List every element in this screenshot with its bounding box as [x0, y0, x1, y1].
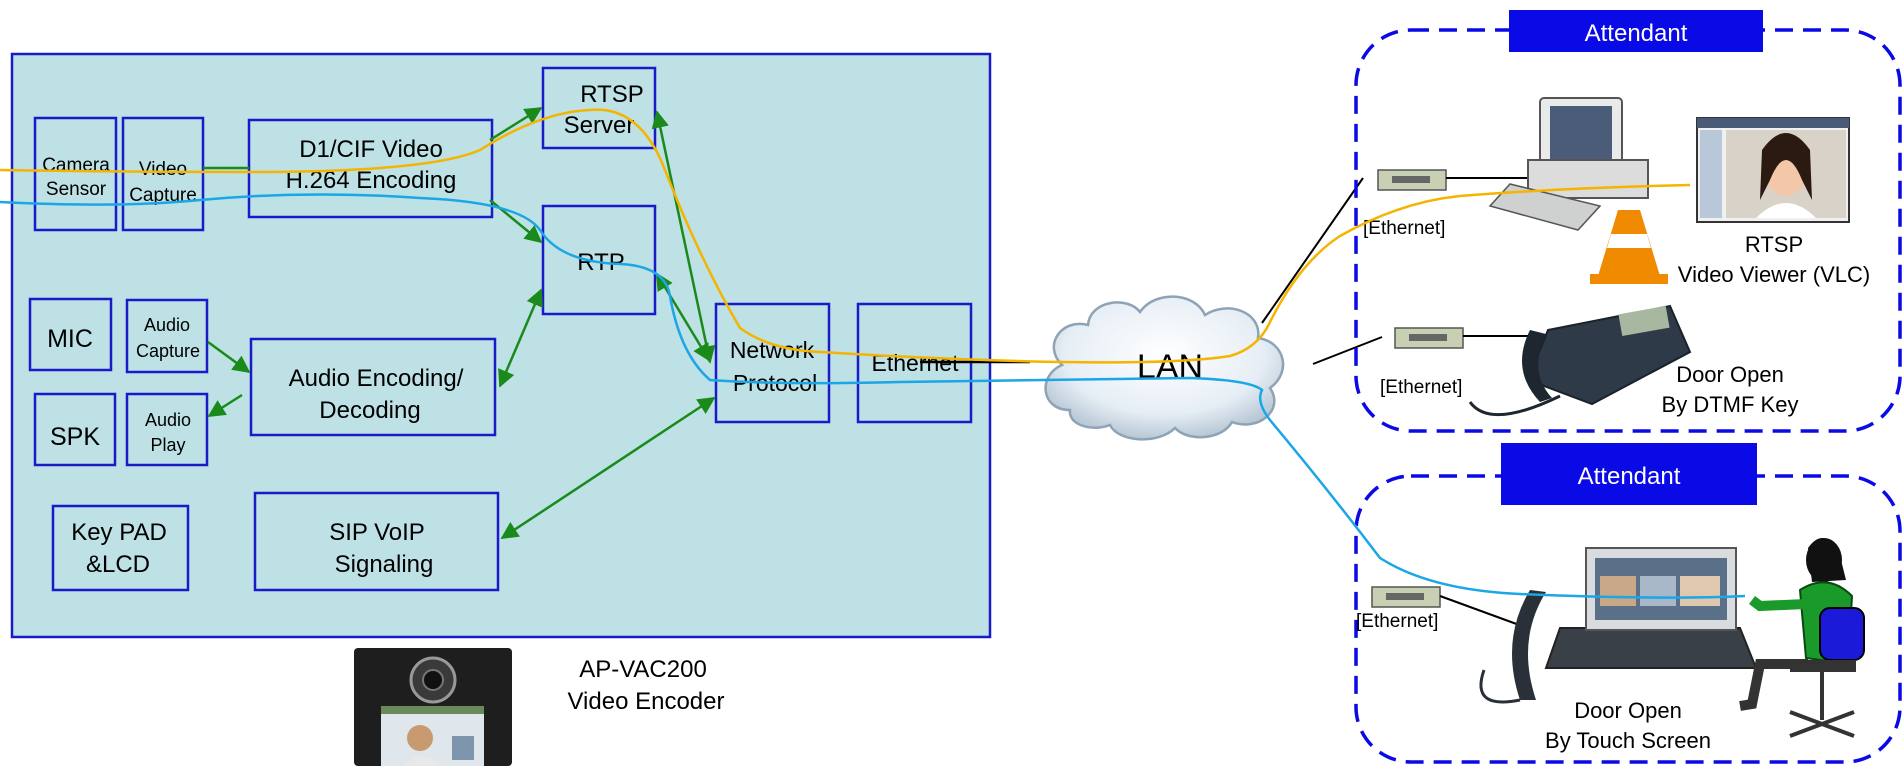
- rtsp-server-box: [541, 66, 657, 150]
- ethernet-switch-icon: [1377, 169, 1530, 191]
- video-viewer-screenshot: [1696, 117, 1850, 223]
- audio-play-box: [125, 392, 209, 467]
- audio-codec-label: Audio Encoding/Decoding: [289, 365, 464, 424]
- audio-capture-box: [125, 298, 209, 374]
- ip-phone-icon: [1468, 304, 1692, 417]
- video-capture-box: [121, 116, 205, 232]
- network-protocol-box: [714, 302, 831, 424]
- bottom-attendant-title-box: [1501, 443, 1757, 505]
- keypad-lcd-box: [51, 504, 190, 592]
- attendant-person-icon: [1739, 538, 1865, 738]
- audio-codec-box: [249, 337, 497, 437]
- video-phone-icon: [1479, 547, 1758, 704]
- lan-cloud: [1044, 295, 1285, 441]
- vlc-icon: [1590, 210, 1668, 284]
- top-attendant-title-box: [1509, 10, 1763, 52]
- lan-label: LAN: [1137, 348, 1203, 386]
- sip-network-arrow: [500, 396, 716, 540]
- bottom-attendant-title: Attendant: [1578, 463, 1681, 490]
- video-stream-path: [0, 108, 1691, 364]
- ethernet-switch-icon-3: [1371, 586, 1523, 627]
- camera-sensor-box: [33, 116, 118, 232]
- video-encoder-device-image: [354, 648, 512, 766]
- computer-icon: [1488, 97, 1649, 231]
- sip-signaling-box: [253, 491, 500, 592]
- spk-box: [33, 392, 117, 467]
- lan-to-phone-line: [1312, 336, 1383, 365]
- device-name-label: AP-VAC200: [579, 656, 707, 683]
- mic-label: MIC: [47, 325, 93, 353]
- audio-stream-path: [0, 193, 1746, 599]
- top-attendant-title: Attendant: [1585, 20, 1688, 47]
- device-subtitle-label: Video Encoder: [567, 688, 724, 715]
- encoding-to-rtsp-arrow: [489, 106, 543, 142]
- audio-capture-to-codec-arrow: [207, 340, 251, 374]
- ethernet-label: Ethernet: [872, 350, 960, 376]
- top-ethernet-label-2: [Ethernet]: [1380, 377, 1462, 398]
- codec-to-audio-play-arrow: [207, 393, 243, 418]
- mic-box: [28, 297, 113, 372]
- keypad-lcd-label: Key PAD&LCD: [71, 519, 167, 578]
- rtp-network-arrow: [655, 272, 711, 362]
- spk-label: SPK: [50, 423, 100, 451]
- lan-to-pc-line: [1261, 177, 1364, 324]
- top-ethernet-label-1: [Ethernet]: [1363, 218, 1445, 239]
- bottom-ethernet-label: [Ethernet]: [1356, 611, 1438, 632]
- codec-rtp-arrow: [498, 288, 543, 388]
